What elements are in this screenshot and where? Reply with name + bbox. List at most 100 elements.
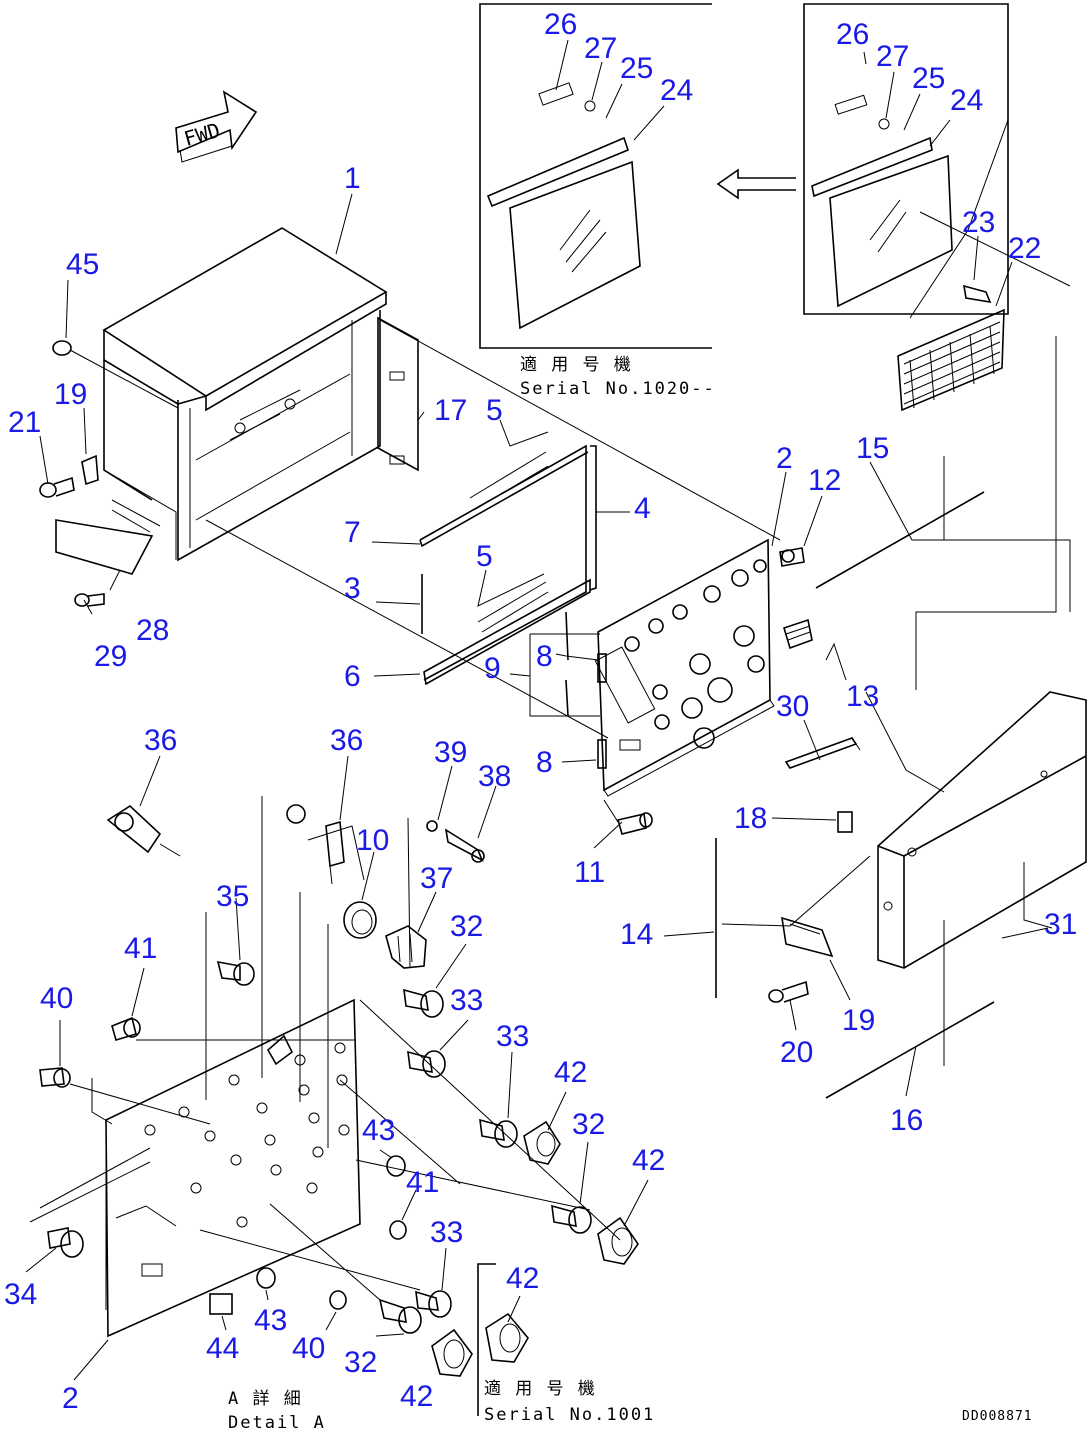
part-label: 26	[544, 8, 577, 41]
part-label: 8	[536, 640, 553, 673]
part-label: 42	[400, 1380, 433, 1413]
part-label: 9	[484, 652, 501, 685]
part-label: 36	[144, 724, 177, 757]
drawing-code: DD008871	[962, 1409, 1033, 1424]
part-label: 40	[40, 982, 73, 1015]
leader-lines	[25, 39, 1049, 1381]
explosion-line	[29, 1147, 151, 1223]
part-label: 29	[94, 640, 127, 673]
part-label: 32	[572, 1108, 605, 1141]
part-label: 5	[476, 540, 493, 573]
arrow-left-icon	[716, 168, 796, 200]
knob-part-32	[403, 988, 444, 1018]
lamp-part-43	[256, 1267, 276, 1289]
key-switch-part-36	[106, 804, 181, 857]
bracket-part-17	[377, 316, 419, 472]
knob-part-33	[479, 1118, 518, 1148]
part-label: 41	[406, 1166, 439, 1199]
part-label: 19	[842, 1004, 875, 1037]
part-label: 27	[584, 32, 617, 65]
inset1-applicable-caption: 適 用 号 機	[520, 355, 633, 375]
part-label: 32	[344, 1346, 377, 1379]
inset-old-serial	[479, 3, 712, 349]
detail-a-caption: Detail A	[228, 1413, 326, 1433]
part-label: 11	[574, 856, 605, 889]
part-label: 21	[8, 406, 41, 439]
part-label: 44	[206, 1332, 239, 1365]
part-label: 2	[776, 442, 793, 475]
clip-part-18	[837, 811, 853, 833]
lamp-part-41	[111, 1016, 141, 1041]
part-label: 10	[356, 824, 389, 857]
part-label: 17	[434, 394, 467, 427]
fwd-arrow-icon: FWD	[175, 90, 258, 163]
part-label: 36	[330, 724, 363, 757]
part-label: 40	[292, 1332, 325, 1365]
detail-panel-plate-part-2	[91, 998, 361, 1338]
handle-part-19	[781, 916, 834, 958]
knob-part-32	[551, 1204, 592, 1234]
part-label: 42	[506, 1262, 539, 1295]
part-label: 13	[846, 680, 879, 713]
knob-part-33	[415, 1290, 452, 1318]
inset-new-serial	[803, 3, 1009, 319]
bracket-part-37	[385, 925, 427, 969]
cap-part-10	[343, 901, 377, 939]
part-label: 15	[856, 432, 889, 465]
connector-part-13	[783, 618, 847, 681]
part-label: 27	[876, 40, 909, 73]
explosion-line	[919, 211, 1071, 287]
part-label: 33	[450, 984, 483, 1017]
part-label: 16	[890, 1104, 923, 1137]
part-label: 39	[434, 736, 467, 769]
part-label: 32	[450, 910, 483, 943]
inset-bracket	[477, 1263, 496, 1416]
cap-part-44	[209, 1293, 233, 1315]
part-label: 38	[478, 760, 511, 793]
bolt-part-11	[603, 799, 653, 835]
part-label: 2	[62, 1382, 79, 1415]
plate-part-28	[55, 519, 154, 575]
strip-part-15	[815, 491, 985, 589]
part-label: 25	[912, 62, 945, 95]
window-frame-parts-3-7	[419, 444, 597, 686]
clip-part-19	[81, 454, 99, 486]
lamp-part-40	[329, 1290, 347, 1310]
explosion-line	[69, 999, 621, 1301]
key-part-36	[286, 804, 345, 885]
part-label: 42	[632, 1144, 665, 1177]
guide-lines	[205, 796, 411, 1148]
part-label: 31	[1044, 908, 1077, 941]
lamp-part-43	[386, 1155, 406, 1177]
bracket-part-9	[529, 611, 600, 717]
part-label: 14	[620, 918, 653, 951]
part-label: 24	[660, 74, 693, 107]
part-label: 8	[536, 746, 553, 779]
part-label: 24	[950, 84, 983, 117]
knob-part-32	[378, 1298, 422, 1334]
part-label: 6	[344, 660, 361, 693]
cover-part-42	[431, 1328, 473, 1377]
grille-part-22	[897, 308, 1005, 412]
lamp-part-41	[389, 1220, 407, 1240]
knob-part-34	[47, 1227, 84, 1258]
cover-part-42	[597, 1216, 639, 1265]
part-label: 22	[1008, 232, 1041, 265]
part-label: 5	[486, 394, 503, 427]
inset1-serial-caption: Serial No.1020--	[520, 379, 716, 399]
front-panel-part-2	[594, 538, 775, 797]
part-label: 12	[808, 464, 841, 497]
bolt-part-21	[39, 476, 75, 498]
screw-part-23	[963, 284, 992, 304]
part-label: 45	[66, 248, 99, 281]
cover-part-42-variant	[485, 1312, 529, 1363]
detail-a-jp-caption: A 詳 細	[228, 1389, 303, 1409]
part-label: 43	[362, 1114, 395, 1147]
part-label: 33	[430, 1216, 463, 1249]
lamp-part-40	[39, 1067, 71, 1088]
part-label: 7	[344, 516, 361, 549]
leader-line	[721, 855, 871, 927]
screw-part-45	[52, 340, 179, 409]
